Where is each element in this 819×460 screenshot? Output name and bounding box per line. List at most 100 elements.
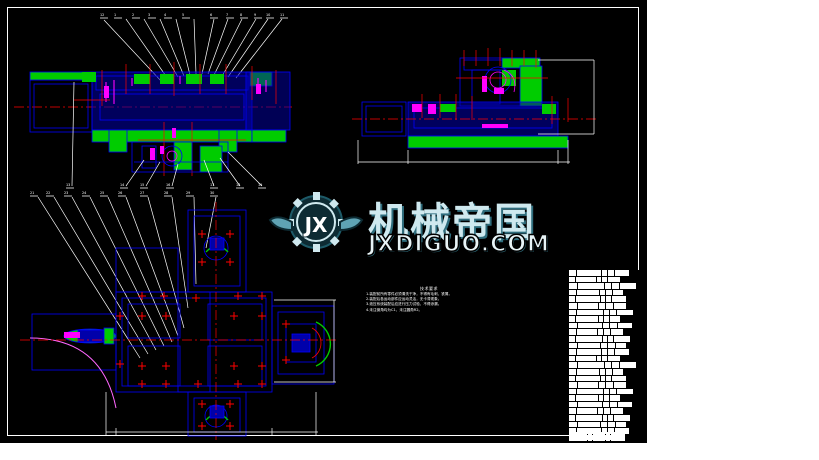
svg-text:29: 29 <box>186 191 190 195</box>
table-cell <box>578 283 604 289</box>
table-row[interactable] <box>569 276 641 283</box>
table-cell <box>603 401 609 408</box>
table-cell <box>569 362 577 368</box>
table-row[interactable] <box>569 368 641 375</box>
title-block[interactable] <box>569 432 641 441</box>
svg-text:22: 22 <box>46 191 50 195</box>
table-cell <box>614 415 630 421</box>
table-row[interactable] <box>569 382 641 388</box>
svg-text:8: 8 <box>240 13 242 17</box>
table-cell <box>569 283 577 289</box>
table-cell <box>618 322 632 329</box>
table-cell <box>602 355 607 362</box>
svg-text:27: 27 <box>140 191 144 195</box>
table-row[interactable] <box>569 388 641 395</box>
assembly-side-elevation-view[interactable] <box>352 30 600 170</box>
table-cell <box>569 270 576 276</box>
table-row[interactable] <box>569 316 641 322</box>
table-row[interactable] <box>569 401 641 408</box>
svg-text:19: 19 <box>258 183 262 187</box>
table-cell <box>600 289 605 296</box>
title-block-cell <box>606 432 610 441</box>
table-cell <box>613 368 623 375</box>
table-cell <box>610 395 620 401</box>
table-cell <box>604 408 610 415</box>
table-cell <box>569 408 576 415</box>
table-row[interactable] <box>569 289 641 296</box>
table-cell <box>608 335 613 342</box>
table-cell <box>577 309 603 316</box>
svg-text:26: 26 <box>118 191 122 195</box>
table-row[interactable] <box>569 395 641 401</box>
svg-text:4: 4 <box>164 13 166 17</box>
table-row[interactable] <box>569 283 641 289</box>
table-cell <box>610 322 617 329</box>
table-cell <box>569 421 577 428</box>
table-cell <box>613 289 623 296</box>
table-cell <box>612 283 619 289</box>
table-cell <box>569 335 575 342</box>
table-cell <box>569 316 575 322</box>
table-row[interactable] <box>569 270 641 276</box>
table-cell <box>608 415 613 421</box>
table-cell <box>569 401 577 408</box>
table-cell <box>569 428 576 434</box>
table-cell <box>569 296 575 302</box>
title-block-cell <box>611 432 625 441</box>
table-row[interactable] <box>569 362 641 368</box>
title-block-cell <box>593 432 605 441</box>
table-cell <box>601 296 605 302</box>
table-cell <box>606 302 613 309</box>
svg-text:12: 12 <box>100 13 104 17</box>
table-cell <box>577 368 599 375</box>
table-cell <box>604 395 609 401</box>
table-cell <box>569 302 577 309</box>
table-row[interactable] <box>569 349 641 355</box>
table-cell <box>569 415 575 421</box>
logo-text: JX <box>303 213 328 237</box>
table-row[interactable] <box>569 408 641 415</box>
table-row[interactable] <box>569 355 641 362</box>
table-row[interactable] <box>569 415 641 421</box>
table-row[interactable] <box>569 302 641 309</box>
table-cell <box>608 276 620 283</box>
table-cell <box>569 368 576 375</box>
table-cell <box>602 270 607 276</box>
table-row[interactable] <box>569 421 641 428</box>
table-cell <box>577 329 597 335</box>
table-row[interactable] <box>569 329 641 335</box>
table-cell <box>611 329 623 335</box>
table-cell <box>578 302 598 309</box>
table-row[interactable] <box>569 428 641 434</box>
note-line: 1.装配前所有零件必须清洗干净，不得有毛刺、铁屑。 <box>366 292 453 296</box>
table-cell <box>601 421 607 428</box>
table-cell <box>576 415 602 421</box>
table-row[interactable] <box>569 375 641 382</box>
watermark: JX 机械帝国 JXDIGUO.COM <box>268 188 568 260</box>
table-row[interactable] <box>569 309 641 316</box>
table-cell <box>614 335 630 342</box>
drawing-border-frame <box>7 7 639 436</box>
table-cell <box>603 322 609 329</box>
table-cell <box>598 408 603 415</box>
svg-text:2: 2 <box>132 13 134 17</box>
table-cell <box>605 362 611 368</box>
gear-wings-logo: JX <box>268 192 364 252</box>
title-block-cell <box>569 432 587 441</box>
table-row[interactable] <box>569 335 641 342</box>
table-cell <box>599 316 603 322</box>
bill-of-materials-table[interactable] <box>569 270 641 441</box>
table-cell <box>576 276 596 283</box>
table-cell <box>576 316 598 322</box>
table-row[interactable] <box>569 296 641 302</box>
table-row[interactable] <box>569 342 641 349</box>
table-row[interactable] <box>569 322 641 329</box>
table-cell <box>606 375 611 382</box>
table-cell <box>597 355 601 362</box>
svg-text:5: 5 <box>182 13 184 17</box>
table-cell <box>599 395 603 401</box>
